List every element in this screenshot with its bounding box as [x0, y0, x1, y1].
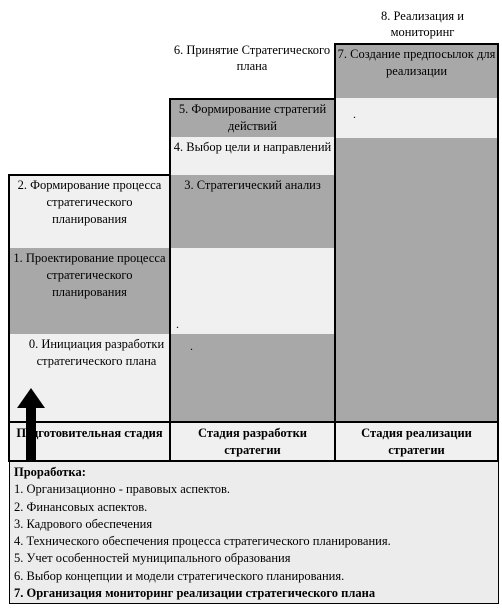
notes-item: 1. Организационно - правовых аспектов.	[14, 482, 231, 497]
notes-item: 4. Технического обеспечения процесса стр…	[14, 534, 391, 549]
header-dev-stage: Стадия разработки стратегии	[170, 422, 335, 461]
cell-5-strategy-forming: 5. Формирование стратегий действий	[170, 99, 335, 137]
stage-6-label: 6. Принятие Стратегического плана	[173, 43, 331, 73]
notes-item: 3. Кадрового обеспечения	[14, 516, 153, 531]
stage-8-label: 8. Реализация и мониторинг	[380, 9, 464, 39]
cell-7-preconditions: 7. Создание предпосылок для реализации	[335, 44, 498, 98]
impl-dot: .	[353, 107, 356, 121]
cell-1-process-design: 1. Проектирование процесса стратегическо…	[9, 248, 170, 334]
up-arrow-icon	[17, 388, 45, 478]
header-impl-stage: Стадия реализации стратегии	[335, 422, 498, 461]
dev-dot-1: .	[176, 317, 179, 331]
notes-item: 6. Выбор концепции и модели стратегическ…	[14, 568, 345, 583]
dev-dot-2: .	[190, 339, 193, 353]
cell-4-goal-selection: 4. Выбор цели и направлений	[170, 137, 335, 175]
cell-2-process-forming: 2. Формирование процесса стратегического…	[9, 175, 170, 248]
notes-box: Проработка: 1. Организационно - правовых…	[9, 461, 499, 604]
notes-item-last: 7. Организация мониторинг реализации стр…	[14, 586, 376, 601]
dev-light-cell	[170, 248, 335, 334]
impl-dark-block	[335, 138, 498, 422]
dev-dark-cell	[170, 334, 335, 422]
notes-title: Проработка:	[14, 465, 86, 479]
notes-item: 2. Финансовых аспектов.	[14, 499, 148, 514]
cell-3-strategic-analysis: 3. Стратегический анализ	[170, 175, 335, 248]
header-row-line	[8, 421, 499, 423]
impl-light-cell	[335, 98, 498, 138]
notes-item: 5. Учет особенностей муниципального обра…	[14, 551, 291, 566]
